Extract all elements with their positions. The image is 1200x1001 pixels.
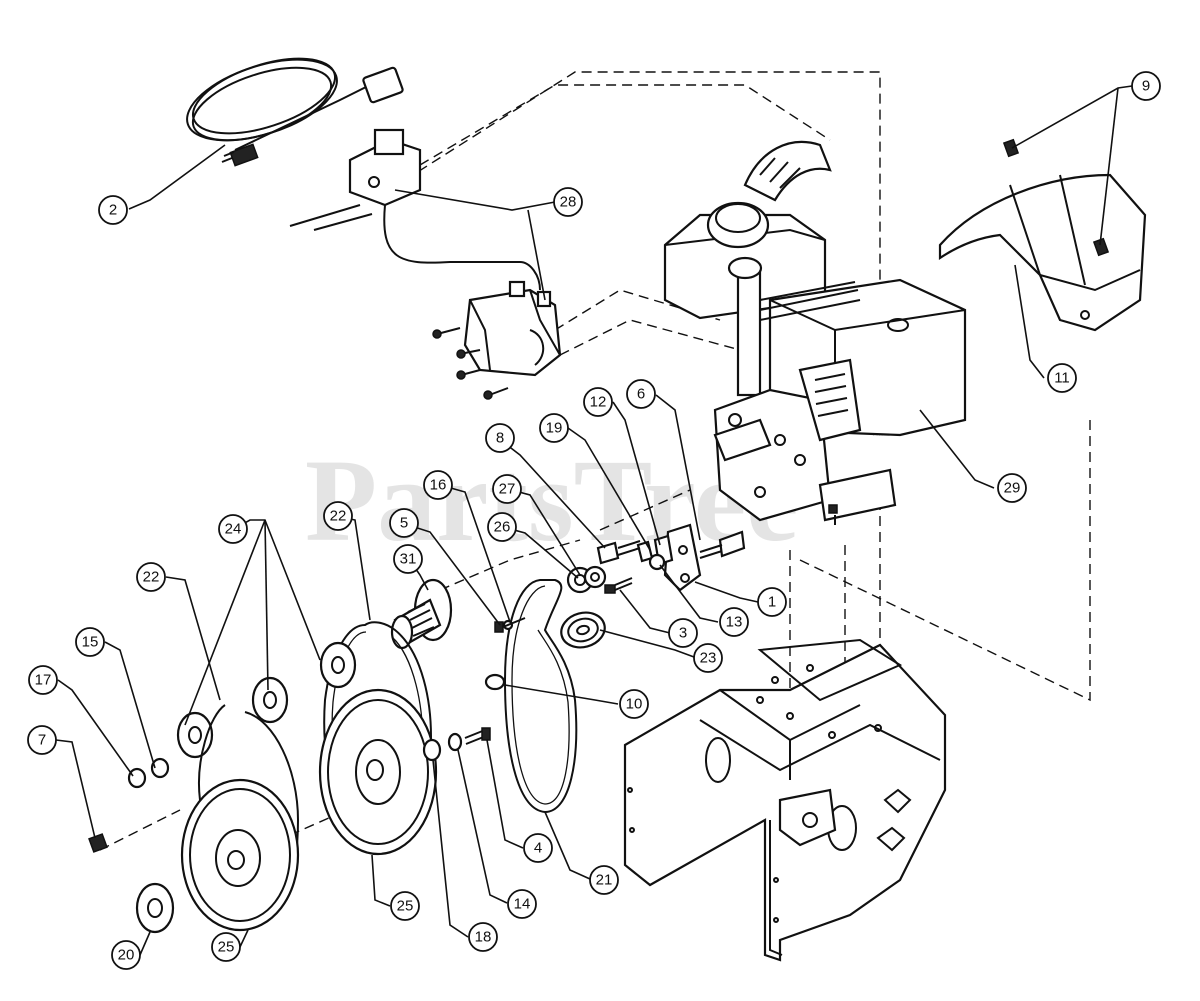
callout-13: 13 — [719, 607, 749, 637]
frame-holes — [627, 664, 882, 923]
callout-25-left: 25 — [211, 932, 241, 962]
power-cord — [186, 57, 404, 167]
callout-22-upper: 22 — [323, 501, 353, 531]
callout-25-middle: 25 — [390, 891, 420, 921]
callouts: 2 28 9 11 29 6 12 19 8 27 16 26 5 22 24 … — [27, 71, 1161, 970]
svg-text:25: 25 — [397, 898, 414, 915]
callout-16: 16 — [423, 470, 453, 500]
watermark-text: PartsTree — [305, 435, 799, 566]
svg-text:22: 22 — [143, 569, 160, 586]
svg-text:13: 13 — [726, 614, 743, 631]
callout-21: 21 — [589, 865, 619, 895]
svg-text:22: 22 — [330, 508, 347, 525]
idler-bracket — [663, 523, 702, 592]
svg-text:16: 16 — [430, 477, 447, 494]
starter-screws — [432, 327, 509, 400]
svg-text:31: 31 — [400, 551, 417, 568]
idler-pulley — [560, 611, 606, 649]
pulley-adapter — [135, 882, 175, 934]
callout-23: 23 — [693, 643, 723, 673]
svg-text:12: 12 — [590, 394, 607, 411]
callout-7: 7 — [27, 725, 57, 755]
svg-text:11: 11 — [1054, 370, 1070, 387]
callout-29: 29 — [997, 473, 1027, 503]
svg-text:1: 1 — [768, 594, 776, 611]
callout-28: 28 — [553, 187, 583, 217]
svg-text:25: 25 — [218, 939, 235, 956]
nut — [484, 673, 506, 691]
svg-text:26: 26 — [494, 519, 511, 536]
svg-text:15: 15 — [82, 634, 99, 651]
svg-text:2: 2 — [109, 202, 117, 219]
bolt-washer-set — [88, 757, 170, 853]
svg-text:28: 28 — [560, 194, 577, 211]
svg-text:8: 8 — [496, 430, 504, 447]
callout-31: 31 — [393, 544, 423, 574]
cover-screws — [1002, 138, 1110, 257]
callout-10: 10 — [619, 689, 649, 719]
callout-14: 14 — [507, 889, 537, 919]
svg-text:19: 19 — [546, 420, 563, 437]
svg-text:14: 14 — [514, 896, 531, 913]
callout-5: 5 — [389, 508, 419, 538]
svg-text:17: 17 — [35, 672, 52, 689]
frame — [623, 638, 947, 962]
callout-15: 15 — [75, 627, 105, 657]
svg-text:9: 9 — [1142, 78, 1150, 95]
callout-17: 17 — [28, 665, 58, 695]
callout-8: 8 — [485, 423, 515, 453]
svg-text:21: 21 — [596, 872, 613, 889]
large-pulley-middle — [318, 688, 438, 856]
callout-11: 11 — [1047, 363, 1077, 393]
svg-text:18: 18 — [475, 929, 492, 946]
svg-text:27: 27 — [499, 481, 516, 498]
callout-19: 19 — [539, 413, 569, 443]
engine — [663, 140, 967, 525]
callout-24: 24 — [218, 514, 248, 544]
callout-12: 12 — [583, 387, 613, 417]
callout-4: 4 — [523, 833, 553, 863]
spacer-set — [422, 727, 491, 762]
svg-text:24: 24 — [225, 521, 242, 538]
svg-text:20: 20 — [118, 947, 135, 964]
svg-text:10: 10 — [626, 696, 643, 713]
svg-text:4: 4 — [534, 840, 542, 857]
large-pulley-left — [180, 778, 300, 932]
drive-belt — [503, 579, 578, 814]
callout-26: 26 — [487, 512, 517, 542]
callout-18: 18 — [468, 922, 498, 952]
pulley-hub — [390, 578, 453, 650]
pulley-halves — [176, 641, 357, 759]
svg-text:5: 5 — [400, 515, 408, 532]
screw-set-a — [494, 617, 526, 633]
svg-text:6: 6 — [637, 386, 645, 403]
callout-27: 27 — [492, 474, 522, 504]
callout-6: 6 — [626, 379, 656, 409]
callout-1: 1 — [757, 587, 787, 617]
svg-text:29: 29 — [1004, 480, 1021, 497]
callout-9: 9 — [1131, 71, 1161, 101]
svg-text:23: 23 — [700, 650, 717, 667]
svg-text:3: 3 — [679, 625, 687, 642]
belt-cover — [938, 173, 1147, 332]
callout-3: 3 — [668, 618, 698, 648]
callout-22-lower: 22 — [136, 562, 166, 592]
callout-2: 2 — [98, 195, 128, 225]
callout-20: 20 — [111, 940, 141, 970]
svg-text:7: 7 — [38, 732, 46, 749]
electric-starter — [289, 128, 562, 400]
